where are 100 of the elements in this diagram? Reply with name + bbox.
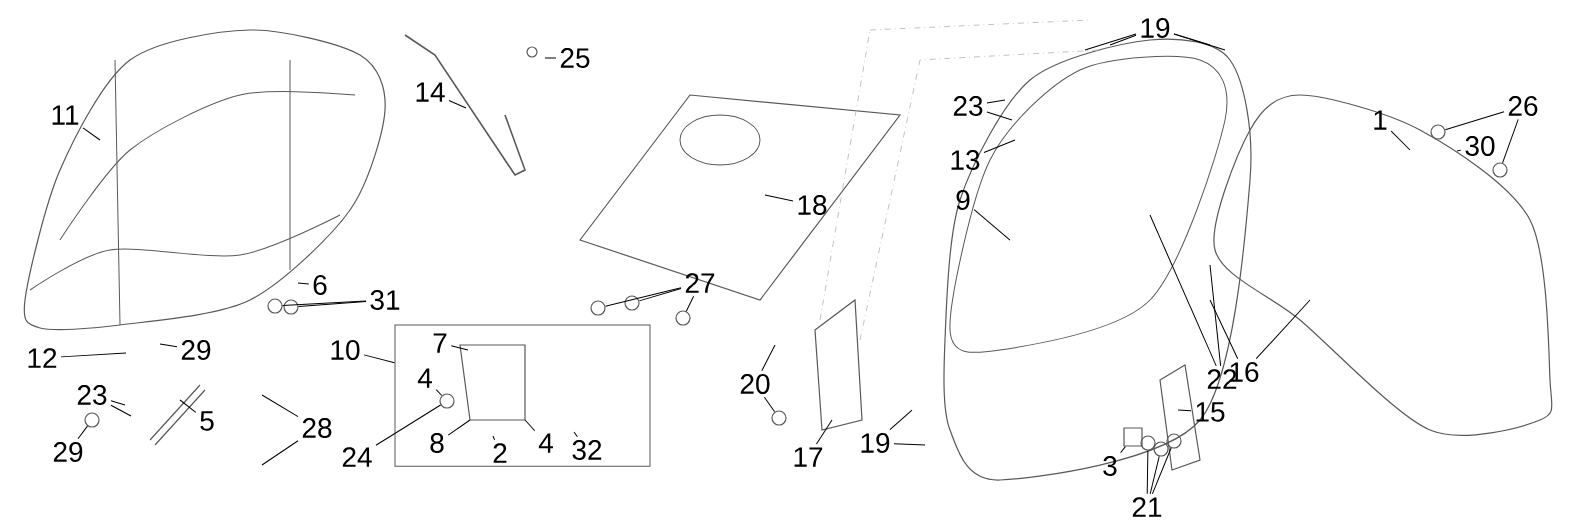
leader-line [298,300,367,307]
leader-line [986,111,1013,121]
washer [1140,435,1156,451]
leader-line [363,354,395,364]
callout-number: 13 [951,150,980,170]
callout-number: 29 [181,340,211,360]
callout-number: 4 [538,433,553,453]
leader-line [297,282,310,285]
callout-number: 27 [685,273,715,293]
leader-line [1255,299,1311,360]
group-frame [394,324,651,467]
leader-line [1173,33,1226,51]
washer [771,410,787,426]
leader-line [110,404,132,417]
callout-number: 19 [1141,18,1170,38]
leader-line [983,139,1016,153]
leader-line [1149,214,1217,367]
washer [283,299,299,315]
leader-line [815,419,833,445]
leader-line [77,425,88,440]
leader-line [179,399,197,413]
leader-line [375,404,442,446]
callout-number: 19 [861,433,890,453]
washer [624,295,640,311]
leader-line [1146,450,1149,495]
leader-line [60,352,127,358]
washer [84,412,100,428]
leader-line [261,440,299,466]
callout-number: 17 [794,447,823,467]
callout-number: 30 [1465,136,1495,156]
leader-line [761,344,776,372]
leader-line [638,288,682,302]
callout-number: 15 [1196,402,1225,422]
callout-number: 8 [430,433,444,453]
leader-line [986,99,1006,104]
leader-line [448,99,467,109]
washer [1492,162,1508,178]
callout-number: 12 [28,348,57,368]
leader-line [159,343,178,348]
callout-number: 31 [370,290,400,310]
callout-number: 14 [416,82,445,102]
leader-line [764,194,794,202]
callout-number: 23 [953,96,983,116]
callout-number: 10 [331,340,360,360]
leader-line [435,389,443,396]
callout-number: 1 [1374,110,1387,130]
callout-number: 26 [1508,96,1538,116]
leader-line [1177,409,1192,412]
callout-number: 25 [560,48,590,68]
leader-line [450,345,469,351]
leader-line [447,419,471,436]
callout-number: 9 [956,190,970,210]
leader-line [524,419,536,432]
leader-line [1390,130,1411,151]
leader-line [544,57,557,59]
washer [675,310,691,326]
washer [1153,441,1169,457]
callout-number: 6 [313,275,327,295]
small-part [1123,427,1143,447]
leader-line [1084,33,1137,51]
leader-line [1209,264,1222,367]
callout-number: 2 [493,443,507,463]
callout-number: 11 [52,105,79,125]
callout-number: 29 [53,442,83,462]
callout-number: 24 [342,447,372,467]
leader-line [1151,447,1172,495]
washer [439,393,455,409]
leader-line [573,431,578,438]
leader-line [1149,455,1160,495]
leader-line [685,295,695,312]
callout-number: 32 [572,440,602,460]
callout-number: 21 [1132,497,1162,517]
leader-line [1444,111,1505,131]
leader-line [261,394,299,418]
callout-number: 20 [740,374,770,394]
callout-number: 4 [417,368,432,388]
callout-number: 7 [433,333,447,353]
leader-line [1456,149,1462,152]
leader-line [1120,446,1126,454]
leader-line [282,300,367,307]
callout-number: 5 [200,411,214,431]
washer [267,298,283,314]
washer [590,300,606,316]
leader-line [82,127,101,141]
leader-line [1209,299,1239,360]
callout-number: 28 [302,418,332,438]
washer [1166,433,1182,449]
leader-line [492,435,496,441]
leader-line [110,400,126,406]
leader-line [1109,34,1137,46]
callout-number: 23 [77,385,107,405]
callout-number: 3 [1103,456,1117,476]
leader-line [604,287,682,307]
leader-line [1502,118,1519,164]
callout-number: 18 [798,195,827,215]
leader-line [893,443,926,446]
leader-line [763,396,776,413]
leader-line [889,409,913,431]
leader-line [973,209,1011,241]
washer [1430,124,1446,140]
